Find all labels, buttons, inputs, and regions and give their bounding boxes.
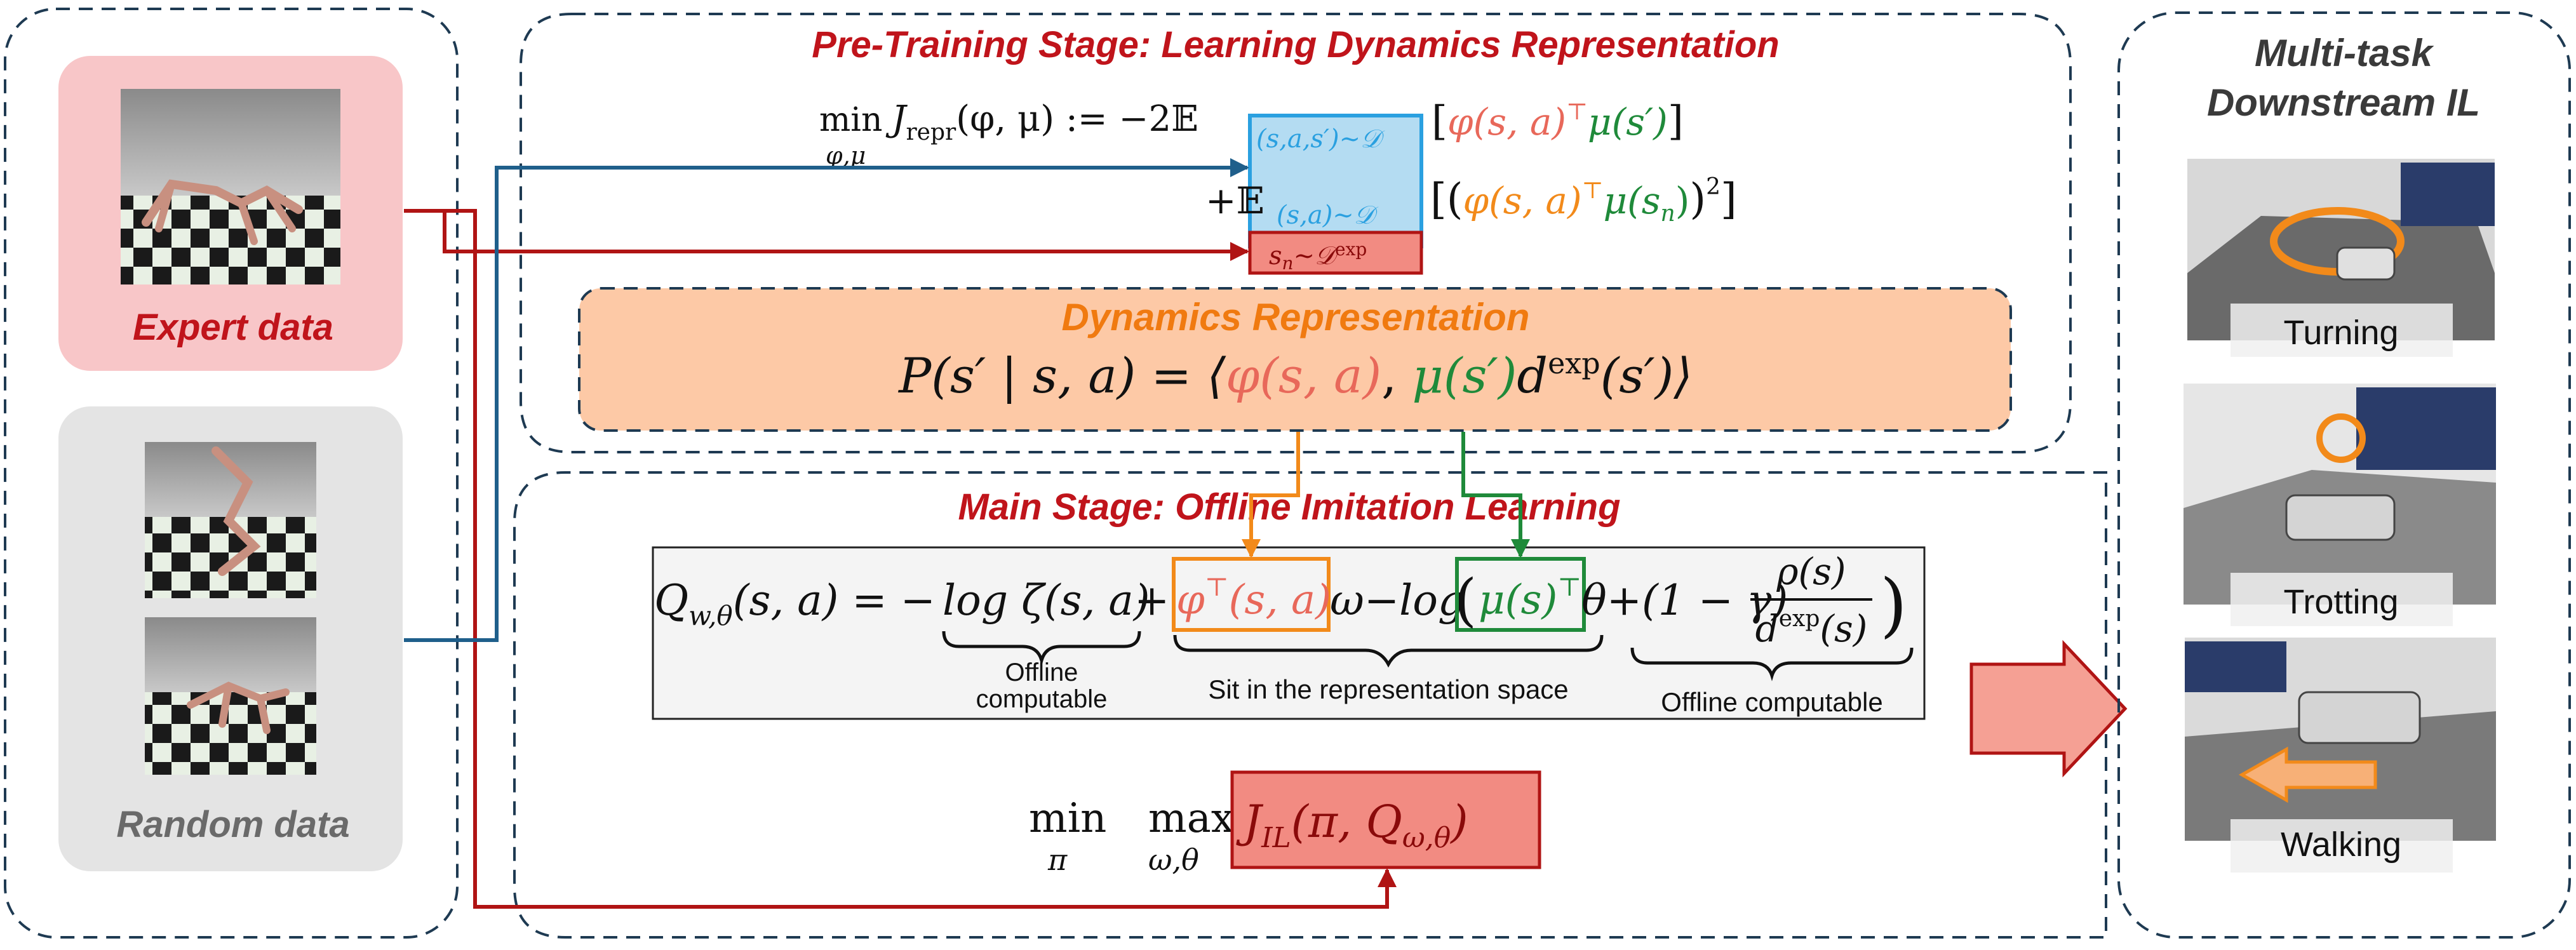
task-label-turning: Turning [2283, 314, 2398, 352]
task-label-walking: Walking [2281, 826, 2401, 864]
q-frac-num: ρ(s) [1776, 550, 1846, 593]
q-paren-right: ) [1880, 564, 1907, 645]
data-panel-frame [4, 8, 459, 939]
underbrace-2 [1173, 634, 1604, 668]
main-stage-title: Main Stage: Offline Imitation Learning [958, 486, 1620, 528]
pretrain-frame [520, 13, 2072, 453]
expert-to-objective-arrow [445, 209, 1397, 909]
underbrace-3 [1630, 647, 1914, 681]
task-label-bg-2 [2231, 573, 2453, 626]
eq1-min: min [819, 101, 882, 139]
task-label-bg-1 [2231, 304, 2453, 357]
eq2-prefix: +𝔼 [1205, 179, 1265, 222]
eq2-expectation-sub: (s,a)∼𝒟 [1277, 201, 1379, 230]
eq1-min-sub: φ,μ [826, 142, 866, 170]
task-label-trotting: Trotting [2283, 583, 2398, 621]
pretrain-title: Pre-Training Stage: Learning Dynamics Re… [812, 24, 1779, 65]
eq1-expectation-sub: (s,a,s′)∼𝒟 [1256, 124, 1385, 154]
phi-down-arrow [1242, 432, 1300, 558]
q-phi-term: φ⊤(s, a) [1176, 573, 1331, 624]
eq1-bracket: [φ(s, a)⊤μ(s′)] [1432, 98, 1684, 145]
expert-sim-image [121, 89, 340, 284]
downstream-title-l1: Multi-task [2255, 32, 2434, 74]
eq1-j: Jrepr(φ, μ) := −2𝔼 [885, 98, 1198, 145]
expectation-blue-box [1248, 114, 1423, 248]
downstream-panel-frame [2117, 11, 2571, 939]
q-log-zeta: log ζ(s, a) [943, 576, 1150, 625]
q-mu-term: μ(s)⊤ [1479, 573, 1581, 624]
brace1-label-l1: Offline [1005, 659, 1078, 686]
task-walking-image [2185, 638, 2496, 841]
big-right-arrow [1969, 639, 2128, 778]
q-paren-left: ( [1454, 567, 1477, 634]
dynamics-equation: P(s′ | s, a) = ⟨φ(s, a), μ(s′)dexp(s′)⟩ [897, 346, 1693, 404]
q-lhs: Qw,θ(s, a) = − [654, 576, 936, 631]
brace3-label: Offline computable [1661, 687, 1882, 717]
phi-highlight-box [1172, 557, 1331, 632]
q-frac-den: dexp(s) [1755, 606, 1868, 650]
random-to-expectation-arrow [404, 158, 1249, 642]
random-sim-image-2 [145, 617, 316, 775]
dynamics-representation-box [578, 287, 2012, 432]
random-sim-image-1 [145, 442, 316, 598]
obj-min-sub: π [1047, 843, 1068, 877]
q-plus: + [1134, 576, 1169, 625]
sn-expert-box [1248, 231, 1423, 275]
eq2-bracket: [(φ(s, a)⊤μ(sn))2] [1430, 174, 1737, 227]
objective-box [1230, 770, 1541, 869]
obj-max-sub: ω,θ [1148, 843, 1199, 877]
brace2-label: Sit in the representation space [1208, 674, 1568, 704]
dynamics-title: Dynamics Representation [1062, 296, 1530, 338]
sn-expert-label: sn∼𝒟exp [1269, 239, 1367, 274]
expert-data-label: Expert data [133, 307, 333, 348]
random-data-label: Random data [116, 804, 349, 845]
task-label-bg-3 [2231, 819, 2453, 873]
task-trotting-image [2184, 384, 2496, 605]
q-omega-log: ω−log [1330, 576, 1465, 625]
mu-down-arrow [1461, 432, 1530, 558]
expert-to-sn-arrow [404, 209, 1249, 261]
obj-max: max [1148, 795, 1234, 842]
main-stage-frame [513, 471, 2107, 939]
downstream-title-l2: Downstream IL [2207, 81, 2480, 124]
obj-min: min [1029, 795, 1106, 842]
brace1-label-l2: computable [976, 685, 1108, 713]
mu-highlight-box [1455, 557, 1586, 632]
underbrace-1 [942, 631, 1141, 667]
q-function-box [652, 546, 1926, 720]
